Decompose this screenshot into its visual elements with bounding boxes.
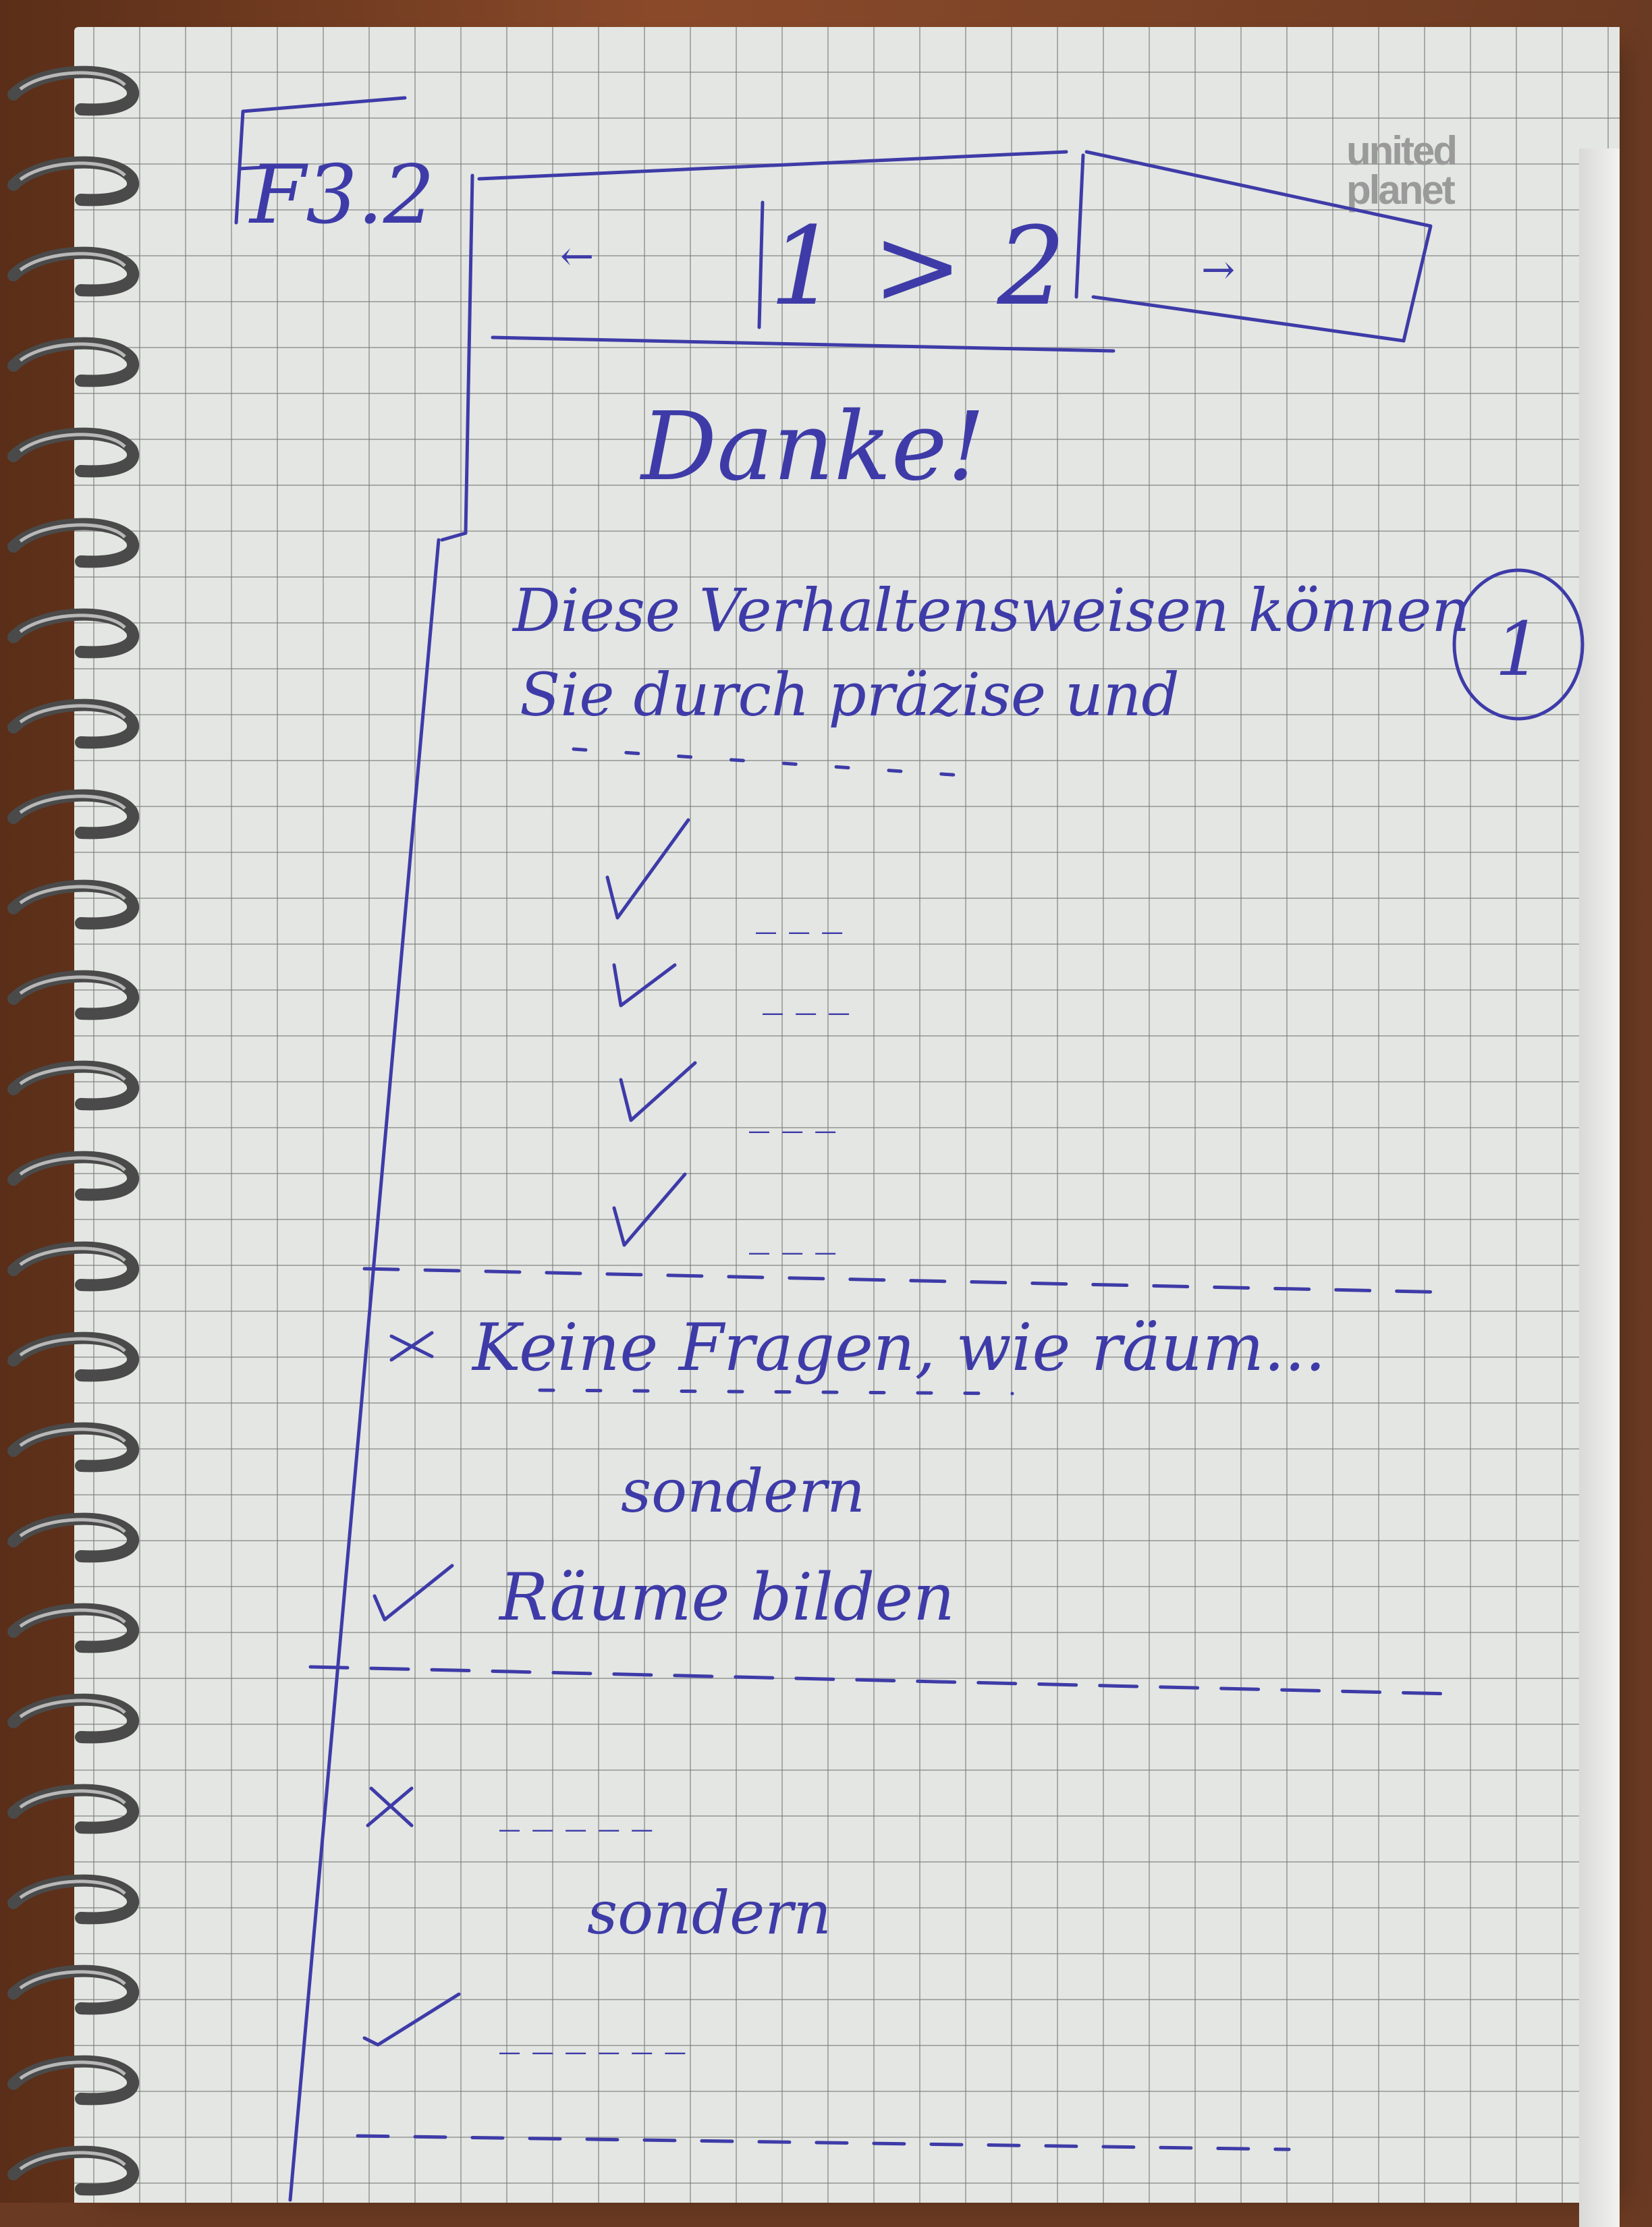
- cross-icon: [389, 1331, 434, 1362]
- placeholder-dashes: [572, 747, 974, 778]
- spiral-ring-highlight: [19, 1066, 126, 1086]
- pager-next: →: [1201, 246, 1235, 294]
- pager-prev: ←: [560, 233, 594, 280]
- check-icon: [612, 1172, 687, 1247]
- brand-logo: united planet: [1346, 128, 1502, 213]
- spiral-ring-highlight: [19, 2060, 126, 2081]
- section2-dont: _ _ _ _ _: [499, 1785, 652, 1832]
- spiral-ring-highlight: [19, 2151, 126, 2171]
- divider-2: [308, 1665, 1453, 1696]
- check-icon: [362, 1992, 461, 2047]
- cross-icon: [366, 1786, 414, 1827]
- section1-do: Räume bilden: [498, 1560, 955, 1635]
- spiral-ring-highlight: [19, 1970, 126, 1990]
- ok-item-4: _ _ _: [749, 1208, 835, 1255]
- section1-connector: sondern: [621, 1456, 865, 1526]
- placeholder-dashes-2: [538, 1388, 1014, 1396]
- ok-item-3: _ _ _: [749, 1087, 835, 1134]
- spiral-ring-highlight: [19, 1518, 126, 1538]
- brand-logo-line2: planet: [1346, 167, 1456, 213]
- section1-dont: Keine Fragen, wie räum...: [471, 1310, 1325, 1385]
- grid-paper-page: [74, 27, 1620, 2227]
- divider-3: [356, 2134, 1291, 2151]
- section2-do: _ _ _ _ _ _: [499, 2008, 685, 2055]
- ok-item-1: _ _ _: [756, 887, 842, 935]
- spiral-ring-highlight: [19, 613, 126, 634]
- wireframe-left-border: [288, 173, 474, 2202]
- check-icon: [612, 963, 677, 1008]
- spiral-ring-highlight: [19, 885, 126, 905]
- spiral-ring-highlight: [19, 1427, 126, 1448]
- step-badge: 1: [1495, 606, 1542, 692]
- page-stack-edge: [1579, 148, 1620, 2227]
- spiral-ring-highlight: [19, 1699, 126, 1719]
- spiral-ring-highlight: [19, 161, 126, 182]
- spiral-ring-highlight: [19, 1879, 126, 1900]
- spiral-ring-highlight: [19, 1337, 126, 1357]
- spiral-ring-highlight: [19, 975, 126, 995]
- check-icon: [619, 1061, 697, 1122]
- pager-current: 1 > 2: [769, 203, 1066, 329]
- brand-logo-line1: united: [1346, 128, 1458, 173]
- page-label: F3.2: [248, 148, 435, 242]
- intro-line-2: Sie durch präzise und: [520, 660, 1180, 730]
- spiral-ring-highlight: [19, 1789, 126, 1809]
- ok-item-2: _ _ _: [763, 968, 849, 1016]
- spiral-ring-highlight: [19, 794, 126, 815]
- check-icon: [373, 1564, 454, 1622]
- spiral-ring-highlight: [19, 523, 126, 543]
- spiral-ring-highlight: [19, 704, 126, 724]
- spiral-ring-highlight: [19, 252, 126, 272]
- pager-box: [477, 150, 1433, 353]
- spiral-ring-highlight: [19, 342, 126, 362]
- divider-1: [362, 1267, 1453, 1294]
- spiral-ring-highlight: [19, 1246, 126, 1267]
- spiral-ring-highlight: [19, 1156, 126, 1176]
- step-badge-circle: [1452, 568, 1585, 721]
- section2-connector: sondern: [587, 1878, 831, 1948]
- heading-text: Danke!: [639, 392, 985, 502]
- spiral-ring-highlight: [19, 1608, 126, 1628]
- page-label-stroke: [234, 96, 407, 225]
- spiral-ring-highlight: [19, 433, 126, 453]
- spiral-binding: [7, 65, 139, 2196]
- intro-line-1: Diese Verhaltensweisen können: [512, 576, 1470, 645]
- spiral-ring-highlight: [19, 71, 126, 91]
- check-icon: [605, 818, 690, 920]
